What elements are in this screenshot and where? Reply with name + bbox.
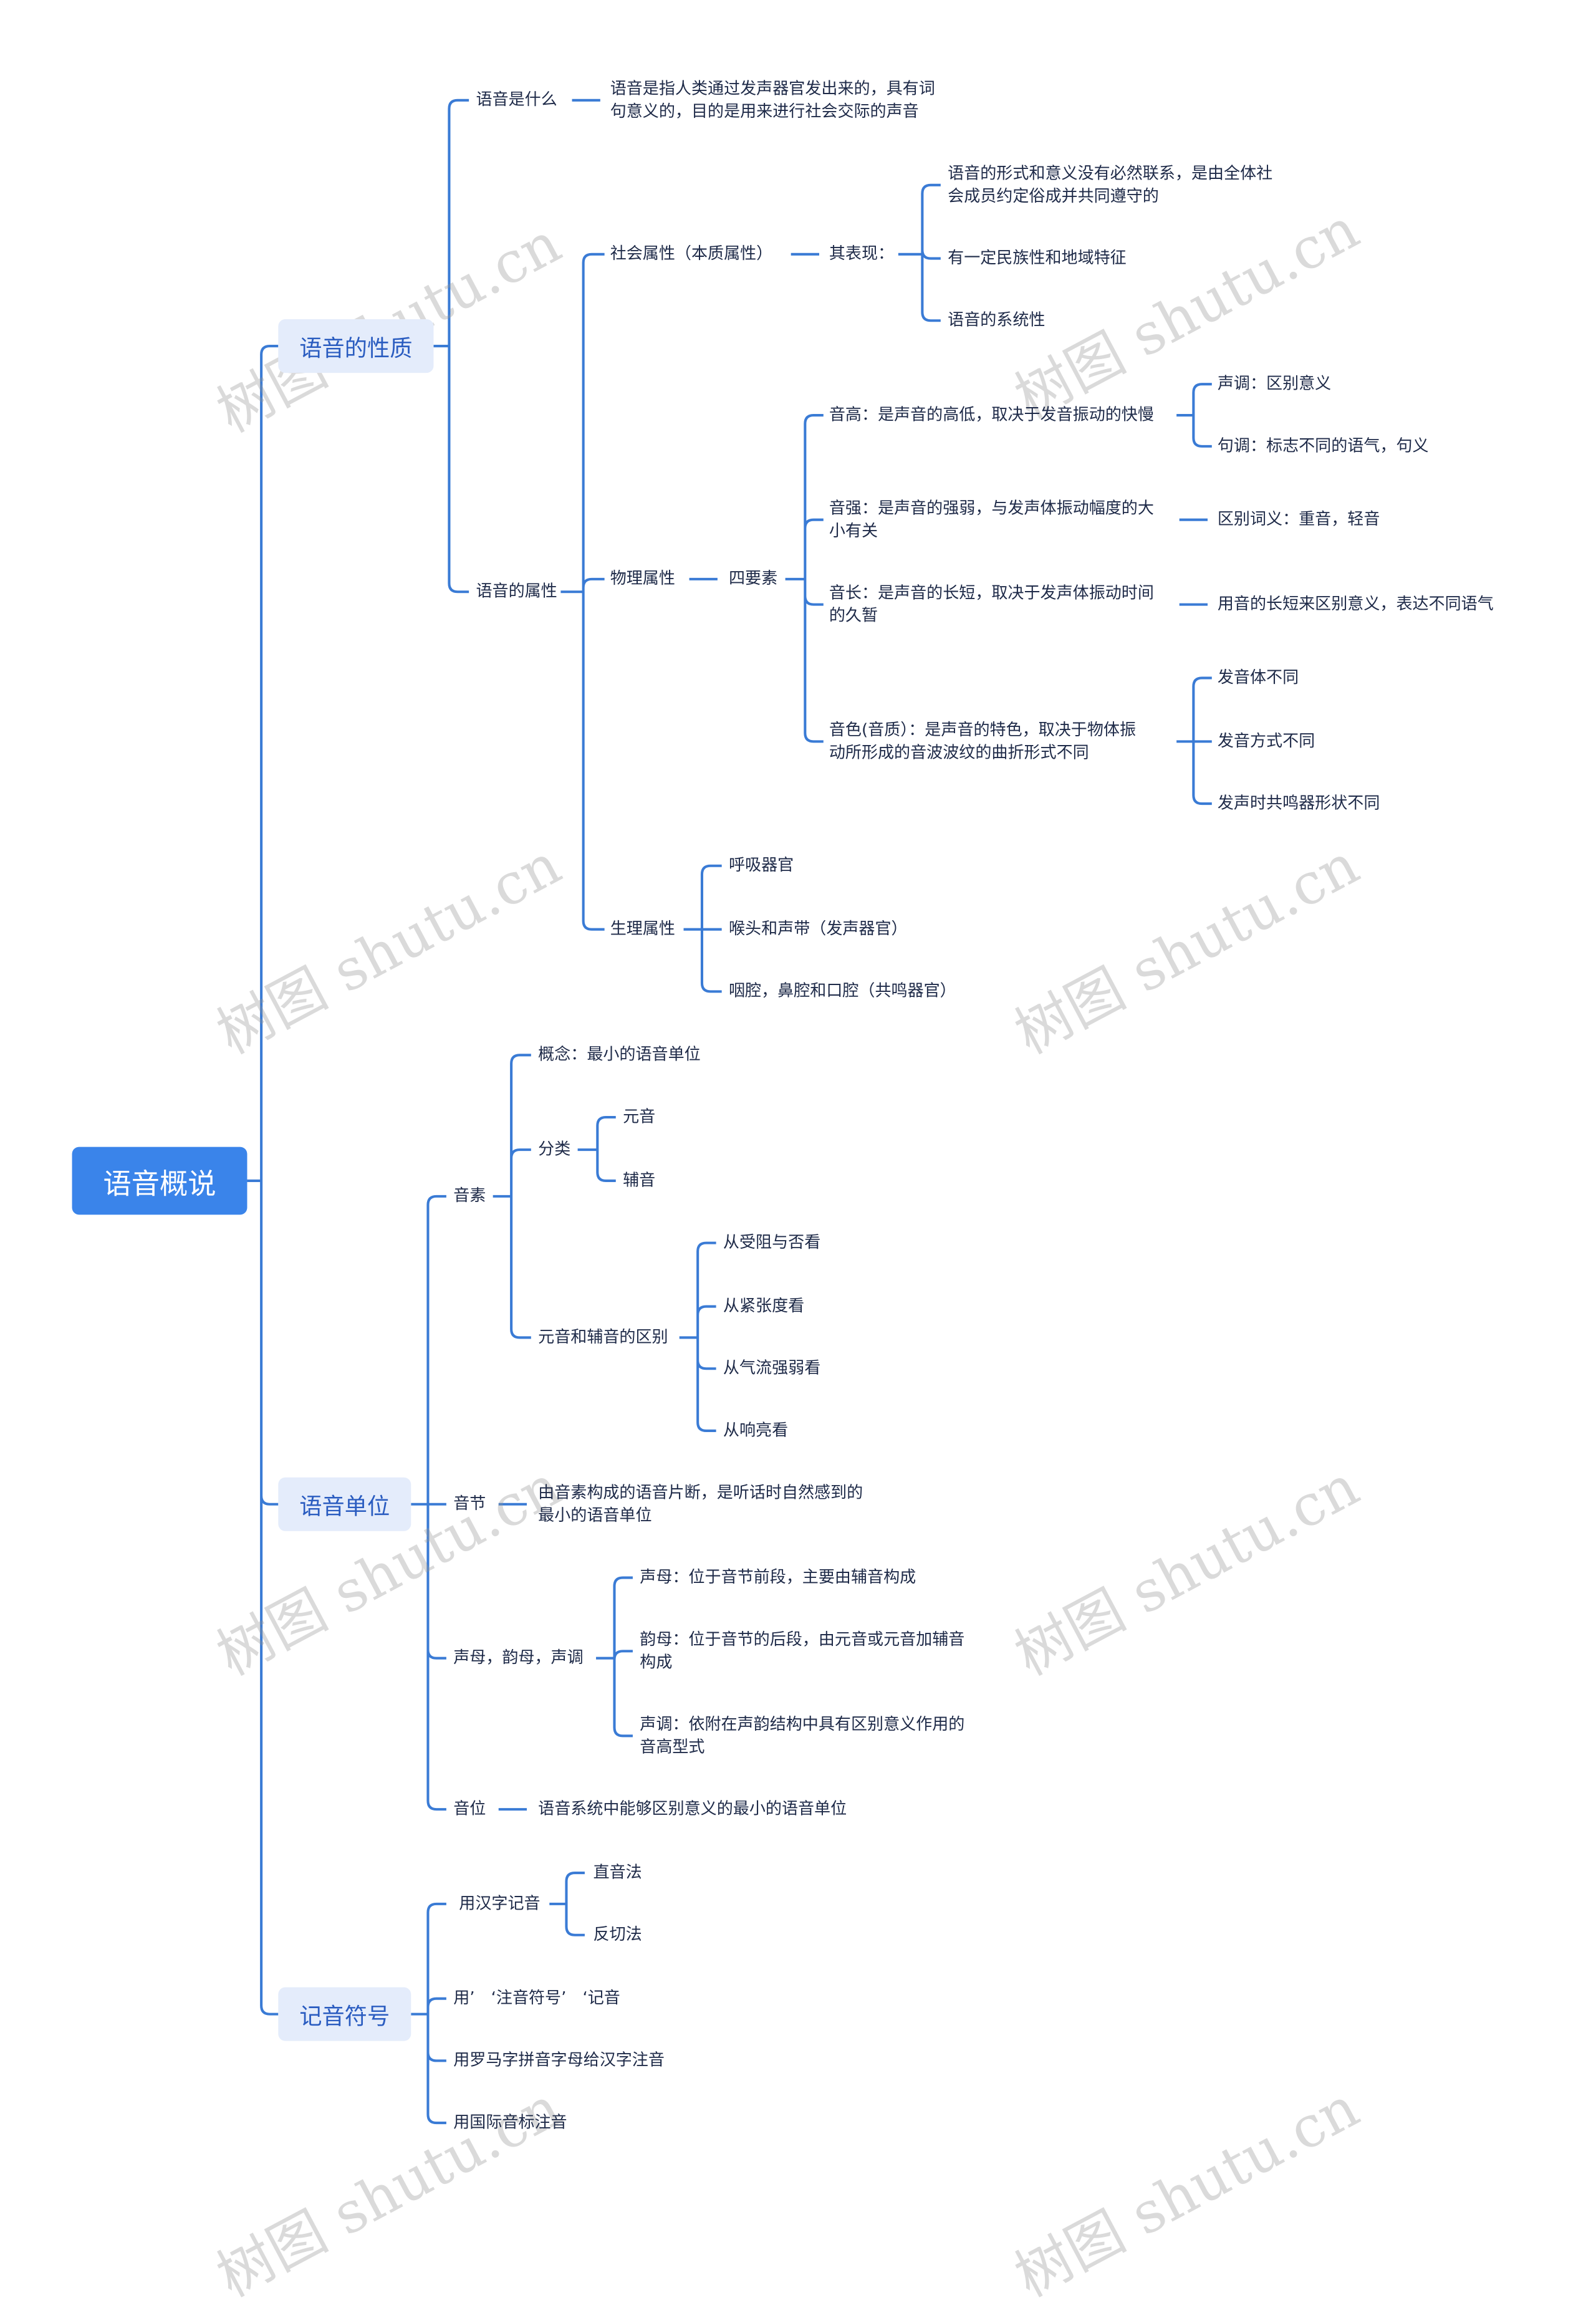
node-notation-item[interactable]: 用国际音标注音 bbox=[453, 2112, 567, 2132]
node-physio-item[interactable]: 喉头和声带（发声器官） bbox=[728, 918, 908, 938]
node-timbre[interactable]: 音色(音质）：是声音的特色，取决于物体振动所形成的音波波纹的曲折形式不同 bbox=[829, 719, 1136, 763]
text-line: 音高型式 bbox=[640, 1736, 705, 1756]
connector bbox=[549, 1872, 585, 1936]
connector bbox=[493, 1054, 531, 1339]
node-pitch-item[interactable]: 声调：区别意义 bbox=[1217, 373, 1332, 393]
root-node[interactable]: 语音概说 bbox=[72, 1147, 248, 1215]
node-physio[interactable]: 生理属性 bbox=[610, 918, 675, 938]
text-line: 最小的语音单位 bbox=[538, 1504, 652, 1524]
text-line: 韵母：位于音节的后段，由元音或元音加辅音 bbox=[640, 1629, 965, 1649]
node-attrs[interactable]: 语音的属性 bbox=[476, 580, 557, 601]
connector bbox=[560, 252, 605, 931]
text-line: 声调：依附在声韵结构中具有区别意义作用的 bbox=[640, 1714, 965, 1734]
node-length[interactable]: 音长：是声音的长短，取决于发声体振动时间的久暂 bbox=[829, 583, 1154, 627]
node-hanzi-item[interactable]: 反切法 bbox=[593, 1924, 642, 1944]
node-notation-item[interactable]: 用’ ‘注音符号’ ‘记音 bbox=[453, 1988, 620, 2008]
node-physical[interactable]: 物理属性 bbox=[610, 568, 675, 589]
node-label: 语音的性质 bbox=[299, 334, 413, 362]
node-physio-item[interactable]: 咽腔，鼻腔和口腔（共鸣器官） bbox=[728, 980, 956, 1001]
node-phoneme-unit-desc[interactable]: 语音系统中能够区别意义的最小的语音单位 bbox=[538, 1798, 847, 1819]
node-difference[interactable]: 元音和辅音的区别 bbox=[538, 1326, 668, 1347]
node-consonant[interactable]: 辅音 bbox=[623, 1170, 656, 1190]
node-notation[interactable]: 记音符号 bbox=[278, 1987, 411, 2041]
node-units[interactable]: 语音单位 bbox=[278, 1477, 411, 1531]
text-line: 音色(音质）：是声音的特色，取决于物体振 bbox=[829, 719, 1136, 739]
text-line: 语音的形式和意义没有必然联系，是由全体社 bbox=[948, 163, 1273, 183]
text-line: 句意义的，目的是用来进行社会交际的声音 bbox=[610, 100, 919, 120]
node-syllable-desc[interactable]: 由音素构成的语音片断，是听话时自然感到的最小的语音单位 bbox=[538, 1483, 863, 1526]
node-timbre-item[interactable]: 发音方式不同 bbox=[1217, 730, 1315, 751]
connector-lines bbox=[247, 99, 1212, 2125]
node-timbre-item[interactable]: 发音体不同 bbox=[1217, 666, 1299, 687]
node-label: 语音单位 bbox=[299, 1493, 390, 1520]
root-label: 语音概说 bbox=[103, 1166, 216, 1200]
node-hanzi-item[interactable]: 直音法 bbox=[593, 1862, 642, 1882]
node-timbre-item[interactable]: 发声时共鸣器形状不同 bbox=[1217, 792, 1380, 813]
node-notation-item[interactable]: 用罗马字拼音字母给汉字注音 bbox=[453, 2049, 665, 2070]
text-line: 构成 bbox=[640, 1651, 673, 1671]
node-smyt-item[interactable]: 声母：位于音节前段，主要由辅音构成 bbox=[640, 1567, 916, 1587]
node-classify[interactable]: 分类 bbox=[538, 1138, 571, 1159]
node-diff-item[interactable]: 从气流强弱看 bbox=[723, 1357, 821, 1378]
node-what-desc[interactable]: 语音是指人类通过发声器官发出来的，具有词句意义的，目的是用来进行社会交际的声音 bbox=[610, 79, 935, 122]
mind-map: 树图 shutu.cn 树图 shutu.cn 树图 shutu.cn 树图 s… bbox=[72, 79, 1494, 2311]
node-four-elements[interactable]: 四要素 bbox=[728, 568, 778, 589]
node-diff-item[interactable]: 从受阻与否看 bbox=[723, 1232, 821, 1252]
node-what[interactable]: 语音是什么 bbox=[476, 89, 557, 110]
connector bbox=[247, 345, 279, 2016]
node-diff-item[interactable]: 从响亮看 bbox=[723, 1420, 789, 1440]
connector bbox=[596, 1576, 633, 1738]
connector bbox=[433, 99, 469, 594]
connector bbox=[1176, 676, 1212, 805]
node-hanzi[interactable]: 用汉字记音 bbox=[459, 1893, 541, 1913]
node-label: 记音符号 bbox=[299, 2003, 390, 2030]
connector bbox=[411, 1195, 446, 1811]
text-line: 动所形成的音波波纹的曲折形式不同 bbox=[829, 741, 1089, 762]
node-vowel[interactable]: 元音 bbox=[623, 1106, 656, 1127]
text-line: 的久暂 bbox=[829, 604, 878, 625]
node-social[interactable]: 社会属性（本质属性） bbox=[610, 243, 773, 263]
node-syllable[interactable]: 音节 bbox=[453, 1493, 486, 1513]
node-smyt-item[interactable]: 声调：依附在声韵结构中具有区别意义作用的音高型式 bbox=[640, 1714, 964, 1758]
text-line: 由音素构成的语音片断，是听话时自然感到的 bbox=[538, 1482, 863, 1503]
node-concept[interactable]: 概念：最小的语音单位 bbox=[538, 1044, 701, 1064]
text-line: 音强：是声音的强弱，与发声体振动幅度的大 bbox=[829, 498, 1154, 518]
text-line: 语音是指人类通过发声器官发出来的，具有词 bbox=[610, 78, 935, 99]
connector bbox=[679, 1241, 716, 1432]
connector bbox=[898, 183, 941, 322]
node-pitch[interactable]: 音高：是声音的高低，取决于发音振动的快慢 bbox=[829, 404, 1154, 425]
node-diff-item[interactable]: 从紧张度看 bbox=[723, 1296, 805, 1315]
node-phoneme[interactable]: 音素 bbox=[453, 1185, 486, 1206]
node-length-item[interactable]: 用音的长短来区别意义，表达不同语气 bbox=[1217, 594, 1494, 613]
node-intensity-item[interactable]: 区别词义：重音，轻音 bbox=[1217, 509, 1380, 529]
connector bbox=[411, 1902, 446, 2125]
node-intensity[interactable]: 音强：是声音的强弱，与发声体振动幅度的大小有关 bbox=[829, 498, 1154, 542]
node-pitch-item[interactable]: 句调：标志不同的语气，句义 bbox=[1217, 435, 1429, 456]
node-social-show[interactable]: 其表现： bbox=[829, 243, 895, 263]
connector bbox=[683, 864, 722, 993]
node-physio-item[interactable]: 呼吸器官 bbox=[728, 855, 794, 875]
connector bbox=[1176, 383, 1212, 448]
node-phoneme-unit[interactable]: 音位 bbox=[453, 1798, 486, 1819]
connector bbox=[577, 1115, 616, 1182]
node-social-item[interactable]: 有一定民族性和地域特征 bbox=[948, 248, 1127, 267]
node-smyt-item[interactable]: 韵母：位于音节的后段，由元音或元音加辅音构成 bbox=[640, 1629, 964, 1673]
node-initials-finals-tones[interactable]: 声母，韵母，声调 bbox=[453, 1647, 584, 1667]
connector bbox=[785, 414, 824, 743]
text-line: 小有关 bbox=[829, 519, 878, 540]
text-line: 会成员约定俗成并共同遵守的 bbox=[948, 185, 1159, 205]
node-nature[interactable]: 语音的性质 bbox=[278, 319, 434, 373]
node-social-item[interactable]: 语音的形式和意义没有必然联系，是由全体社会成员约定俗成并共同遵守的 bbox=[948, 163, 1272, 207]
node-social-item[interactable]: 语音的系统性 bbox=[948, 309, 1046, 330]
text-line: 音长：是声音的长短，取决于发声体振动时间 bbox=[829, 582, 1154, 603]
